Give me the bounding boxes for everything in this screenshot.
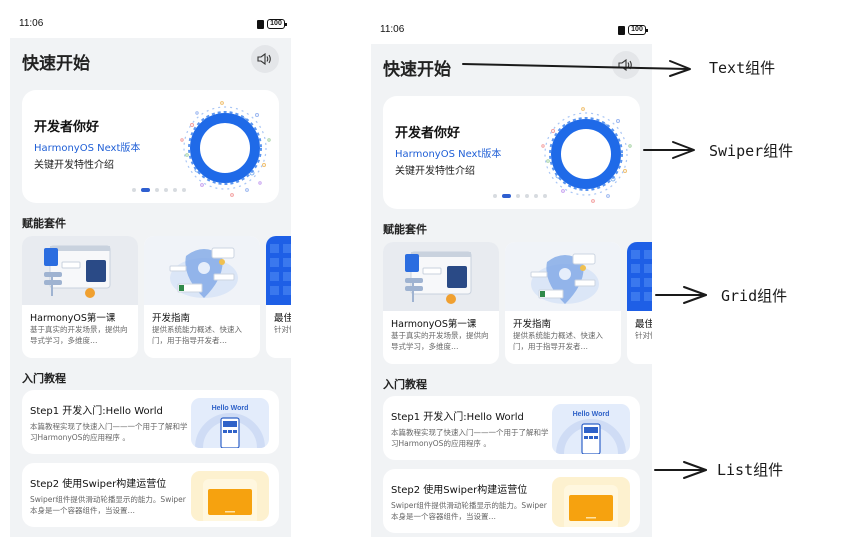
swiper-thumbnail bbox=[552, 477, 630, 527]
section-title-tutorials: 入门教程 bbox=[383, 378, 427, 391]
swiper-subtitle: HarmonyOS Next版本 bbox=[34, 143, 141, 154]
status-time: 11:06 bbox=[19, 18, 44, 29]
grid-card[interactable]: 最佳 针对性提 bbox=[266, 236, 291, 358]
harmony-ring-illustration bbox=[172, 95, 277, 200]
svg-text:Hello Word: Hello Word bbox=[212, 405, 249, 412]
battery-icon: 100 bbox=[628, 25, 648, 35]
swiper-title: 开发者你好 bbox=[34, 120, 100, 135]
swiper-banner[interactable]: 开发者你好 HarmonyOS Next版本 关键开发特性介绍 bbox=[22, 90, 279, 203]
grid-card-title: 开发指南 bbox=[513, 319, 552, 330]
best-practice-image bbox=[266, 236, 291, 305]
status-bar: 11:06 100 bbox=[10, 0, 291, 38]
list-item-description: Swiper组件提供滑动轮播显示的能力。Swiper本身是一个容器组件，当设置… bbox=[30, 495, 186, 515]
grid-card-description: 基于真实的开发场景，提供向导式学习，多维度… bbox=[30, 325, 128, 345]
grid-card-title: HarmonyOS第一课 bbox=[391, 319, 477, 330]
phone-screenshot-annotated: 11:06 100 快速开始 开发者你好 HarmonyOS Next版本 关键… bbox=[371, 6, 652, 537]
list-item-title: Step2 使用Swiper构建运营位 bbox=[391, 485, 528, 496]
grid-card-description: 针对性提 bbox=[635, 331, 652, 340]
list-item[interactable]: Step1 开发入门:Hello World 本篇教程实现了快速入门——一个用于… bbox=[383, 396, 640, 460]
pagination-dot[interactable] bbox=[525, 194, 529, 198]
list-item-description: 本篇教程实现了快速入门——一个用于了解和学习HarmonyOS的应用程序 。 bbox=[391, 428, 549, 448]
list-item-title: Step2 使用Swiper构建运营位 bbox=[30, 479, 167, 490]
list-item-description: 本篇教程实现了快速入门——一个用于了解和学习HarmonyOS的应用程序 。 bbox=[30, 422, 188, 442]
tutorial-list: Step1 开发入门:Hello World 本篇教程实现了快速入门——一个用于… bbox=[383, 396, 640, 537]
harmony-ring-illustration bbox=[533, 101, 638, 206]
swiper-description: 关键开发特性介绍 bbox=[34, 160, 114, 171]
pagination-dot[interactable] bbox=[516, 194, 520, 198]
annotation-list-component: List组件 bbox=[717, 461, 784, 479]
status-bar: 11:06 100 bbox=[371, 6, 652, 44]
enablement-grid: HarmonyOS第一课 基于真实的开发场景，提供向导式学习，多维度… bbox=[383, 242, 652, 364]
battery-icon: 100 bbox=[267, 19, 287, 29]
grid-card[interactable]: 最佳 针对性提 bbox=[627, 242, 652, 364]
swiper-pagination[interactable] bbox=[493, 194, 547, 198]
pagination-dot[interactable] bbox=[534, 194, 538, 198]
list-item[interactable]: Step2 使用Swiper构建运营位 Swiper组件提供滑动轮播显示的能力。… bbox=[22, 463, 279, 527]
grid-card[interactable]: 开发指南 提供系统能力概述、快速入门，用于指导开发者… bbox=[144, 236, 260, 358]
speaker-button[interactable] bbox=[251, 45, 279, 73]
grid-card[interactable]: HarmonyOS第一课 基于真实的开发场景，提供向导式学习，多维度… bbox=[22, 236, 138, 358]
annotation-swiper-component: Swiper组件 bbox=[709, 142, 794, 160]
tutorial-list: Step1 开发入门:Hello World 本篇教程实现了快速入门——一个用于… bbox=[22, 390, 279, 536]
grid-card-description: 提供系统能力概述、快速入门，用于指导开发者… bbox=[513, 331, 603, 351]
pagination-dot[interactable] bbox=[182, 188, 186, 192]
grid-card-description: 针对性提 bbox=[274, 325, 291, 334]
app-screen: 快速开始 开发者你好 HarmonyOS Next版本 关键开发特性介绍 bbox=[371, 44, 652, 537]
sim-icon bbox=[257, 20, 264, 29]
list-item-title: Step1 开发入门:Hello World bbox=[30, 406, 163, 417]
speaker-button[interactable] bbox=[612, 51, 640, 79]
section-title-tutorials: 入门教程 bbox=[22, 372, 66, 385]
swiper-title: 开发者你好 bbox=[395, 126, 461, 141]
grid-card[interactable]: 开发指南 提供系统能力概述、快速入门，用于指导开发者… bbox=[505, 242, 621, 364]
pagination-dot[interactable] bbox=[543, 194, 547, 198]
grid-card-description: 基于真实的开发场景，提供向导式学习，多维度… bbox=[391, 331, 489, 351]
swiper-subtitle: HarmonyOS Next版本 bbox=[395, 149, 502, 160]
grid-card[interactable]: HarmonyOS第一课 基于真实的开发场景，提供向导式学习，多维度… bbox=[383, 242, 499, 364]
pagination-dot[interactable] bbox=[132, 188, 136, 192]
dev-guide-image bbox=[144, 236, 260, 305]
speaker-icon bbox=[618, 59, 632, 71]
list-item-description: Swiper组件提供滑动轮播显示的能力。Swiper本身是一个容器组件，当设置… bbox=[391, 501, 547, 521]
speaker-icon bbox=[257, 53, 271, 65]
status-time: 11:06 bbox=[380, 24, 405, 35]
list-item[interactable]: Step2 使用Swiper构建运营位 Swiper组件提供滑动轮播显示的能力。… bbox=[383, 469, 640, 533]
hello-world-thumbnail: Hello Word bbox=[191, 398, 269, 448]
enablement-grid: HarmonyOS第一课 基于真实的开发场景，提供向导式学习，多维度… bbox=[22, 236, 291, 358]
pagination-dot[interactable] bbox=[173, 188, 177, 192]
harmonyos-course-image bbox=[383, 242, 499, 311]
grid-card-description: 提供系统能力概述、快速入门，用于指导开发者… bbox=[152, 325, 242, 345]
page-title: 快速开始 bbox=[383, 60, 451, 80]
hello-world-thumbnail: Hello Word bbox=[552, 404, 630, 454]
grid-card-title: 最佳 bbox=[274, 313, 291, 324]
harmonyos-course-image bbox=[22, 236, 138, 305]
section-title-enablement: 赋能套件 bbox=[383, 223, 427, 236]
sim-icon bbox=[618, 26, 625, 35]
grid-card-title: 最佳 bbox=[635, 319, 652, 330]
pagination-dot-active[interactable] bbox=[502, 194, 511, 198]
annotation-grid-component: Grid组件 bbox=[721, 287, 788, 305]
pagination-dot[interactable] bbox=[493, 194, 497, 198]
section-title-enablement: 赋能套件 bbox=[22, 217, 66, 230]
list-item[interactable]: Step1 开发入门:Hello World 本篇教程实现了快速入门——一个用于… bbox=[22, 390, 279, 454]
swiper-pagination[interactable] bbox=[132, 188, 186, 192]
app-screen: 快速开始 开发者你好 HarmonyOS Next版本 关键开发特性介绍 bbox=[10, 38, 291, 537]
best-practice-image bbox=[627, 242, 652, 311]
swiper-banner[interactable]: 开发者你好 HarmonyOS Next版本 关键开发特性介绍 bbox=[383, 96, 640, 209]
annotation-text-component: Text组件 bbox=[709, 59, 776, 77]
pagination-dot-active[interactable] bbox=[141, 188, 150, 192]
page-title: 快速开始 bbox=[22, 54, 90, 74]
pagination-dot[interactable] bbox=[164, 188, 168, 192]
pagination-dot[interactable] bbox=[155, 188, 159, 192]
dev-guide-image bbox=[505, 242, 621, 311]
phone-screenshot-original: 11:06 100 快速开始 开发者你好 HarmonyOS Next版本 关键… bbox=[10, 0, 291, 537]
svg-text:Hello Word: Hello Word bbox=[573, 411, 610, 418]
swiper-description: 关键开发特性介绍 bbox=[395, 166, 475, 177]
grid-card-title: HarmonyOS第一课 bbox=[30, 313, 116, 324]
swiper-thumbnail bbox=[191, 471, 269, 521]
list-item-title: Step1 开发入门:Hello World bbox=[391, 412, 524, 423]
grid-card-title: 开发指南 bbox=[152, 313, 191, 324]
